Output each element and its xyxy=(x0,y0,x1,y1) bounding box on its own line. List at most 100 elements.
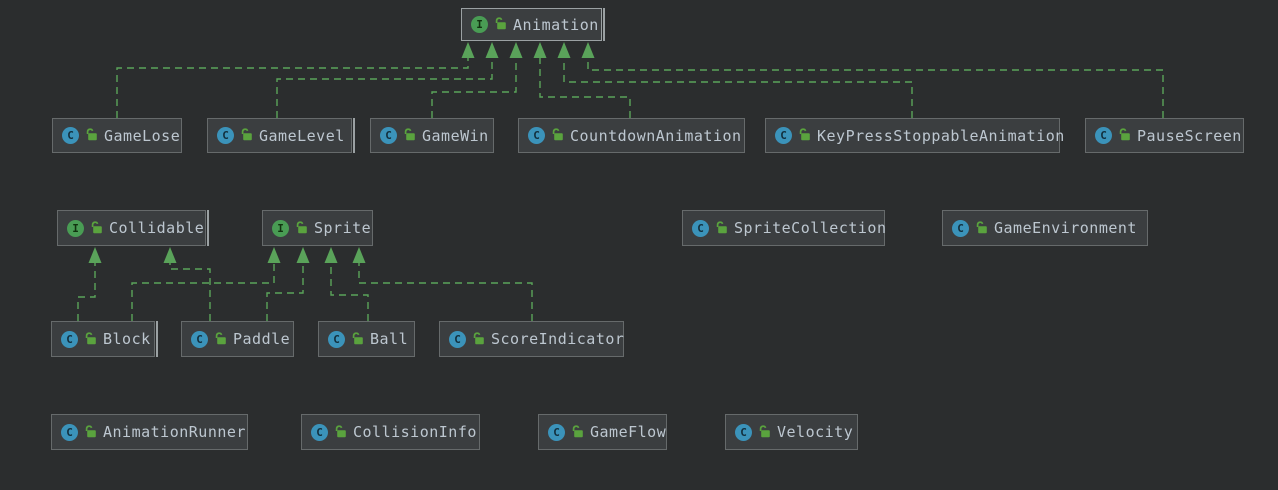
inheritance-edge-paddle-to-sprite xyxy=(266,263,304,321)
unlock-icon xyxy=(551,126,564,145)
class-icon: C xyxy=(1095,127,1112,144)
inheritance-edge-pausescreen-to-animation xyxy=(587,58,1164,118)
unlock-icon xyxy=(494,15,507,34)
unlock-icon xyxy=(571,423,584,442)
node-label: KeyPressStoppableAnimation xyxy=(817,126,1065,145)
class-icon: C xyxy=(191,330,208,348)
node-label: GameLevel xyxy=(259,126,345,145)
interface-node-collidable[interactable]: I Collidable xyxy=(57,210,209,246)
node-label: PauseScreen xyxy=(1137,126,1242,145)
class-node-spritecollection[interactable]: C SpriteCollection xyxy=(682,210,887,246)
class-icon: C xyxy=(61,423,78,441)
class-icon: C xyxy=(775,127,792,144)
inheritance-edge-gamelevel-to-animation xyxy=(276,58,493,118)
class-node-ball[interactable]: C Ball xyxy=(318,321,415,357)
inheritance-arrowhead xyxy=(485,42,499,58)
node-label: Block xyxy=(103,330,151,348)
unlock-icon xyxy=(472,330,485,349)
inheritance-arrowhead xyxy=(557,42,571,58)
class-icon: C xyxy=(528,127,545,144)
class-node-gameflow[interactable]: C GameFlow xyxy=(538,414,667,450)
unlock-icon xyxy=(84,423,97,442)
interface-icon: I xyxy=(471,16,488,33)
inheritance-arrowhead xyxy=(352,247,366,263)
class-node-countdownanimation[interactable]: C CountdownAnimation xyxy=(518,118,745,153)
interface-node-animation[interactable]: I Animation xyxy=(461,8,605,41)
inheritance-edge-block-to-collidable xyxy=(77,263,96,321)
unlock-icon xyxy=(758,423,771,442)
node-label: Ball xyxy=(370,330,409,348)
inheritance-arrowhead xyxy=(533,42,547,58)
inheritance-arrowhead xyxy=(163,247,177,263)
class-node-paddle[interactable]: C Paddle xyxy=(181,321,294,357)
inheritance-edge-countdownanimation-to-animation xyxy=(539,58,631,118)
class-node-gamewin[interactable]: C GameWin xyxy=(370,118,494,153)
node-label: AnimationRunner xyxy=(103,423,246,441)
class-node-animationrunner[interactable]: C AnimationRunner xyxy=(51,414,248,450)
class-node-pausescreen[interactable]: C PauseScreen xyxy=(1085,118,1244,153)
class-icon: C xyxy=(548,423,565,441)
unlock-icon xyxy=(85,126,98,145)
unlock-icon xyxy=(1118,126,1131,145)
node-label: GameWin xyxy=(422,126,489,145)
inheritance-arrowhead xyxy=(509,42,523,58)
inheritance-arrowhead xyxy=(324,247,338,263)
node-label: Animation xyxy=(513,15,599,34)
class-icon: C xyxy=(311,423,328,441)
inheritance-edge-ball-to-sprite xyxy=(330,263,369,321)
inheritance-edge-gamewin-to-animation xyxy=(431,58,517,118)
unlock-icon xyxy=(84,330,97,349)
unlock-icon xyxy=(715,219,728,238)
node-label: GameLose xyxy=(104,126,181,145)
inheritance-arrowhead xyxy=(296,247,310,263)
unlock-icon xyxy=(334,423,347,442)
class-icon: C xyxy=(328,330,345,348)
class-node-keypressstoppableanimation[interactable]: C KeyPressStoppableAnimation xyxy=(765,118,1064,153)
node-label: GameEnvironment xyxy=(994,219,1137,237)
class-icon: C xyxy=(952,219,969,237)
class-icon: C xyxy=(380,127,397,144)
class-icon: C xyxy=(449,330,466,348)
unlock-icon xyxy=(214,330,227,349)
inheritance-arrowhead xyxy=(461,42,475,58)
node-label: SpriteCollection xyxy=(734,219,887,237)
class-node-gameenvironment[interactable]: C GameEnvironment xyxy=(942,210,1148,246)
inheritance-edge-keypressstoppableanimation-to-animation xyxy=(563,58,913,118)
class-node-scoreindicator[interactable]: C ScoreIndicator xyxy=(439,321,624,357)
node-label: ScoreIndicator xyxy=(491,330,625,348)
class-node-velocity[interactable]: C Velocity xyxy=(725,414,858,450)
node-label: Paddle xyxy=(233,330,291,348)
inheritance-arrowhead xyxy=(267,247,281,263)
inheritance-arrowhead xyxy=(581,42,595,58)
unlock-icon xyxy=(403,126,416,145)
unlock-icon xyxy=(295,219,308,238)
inheritance-edge-scoreindicator-to-sprite xyxy=(358,263,533,321)
node-label: Velocity xyxy=(777,423,854,441)
interface-icon: I xyxy=(272,219,289,237)
inheritance-edge-block-to-sprite xyxy=(131,263,275,321)
class-icon: C xyxy=(61,330,78,348)
class-node-block[interactable]: C Block xyxy=(51,321,158,357)
node-label: CountdownAnimation xyxy=(570,126,742,145)
node-label: CollisionInfo xyxy=(353,423,477,441)
unlock-icon xyxy=(798,126,811,145)
unlock-icon xyxy=(351,330,364,349)
node-label: Sprite xyxy=(314,219,372,237)
class-icon: C xyxy=(692,219,709,237)
unlock-icon xyxy=(240,126,253,145)
unlock-icon xyxy=(975,219,988,238)
inheritance-edge-paddle-to-collidable xyxy=(169,263,211,321)
class-node-collisioninfo[interactable]: C CollisionInfo xyxy=(301,414,480,450)
class-icon: C xyxy=(735,423,752,441)
interface-node-sprite[interactable]: I Sprite xyxy=(262,210,373,246)
class-node-gamelose[interactable]: C GameLose xyxy=(52,118,182,153)
node-label: Collidable xyxy=(109,219,205,237)
inheritance-edge-gamelose-to-animation xyxy=(116,58,469,118)
interface-icon: I xyxy=(67,219,84,237)
node-label: GameFlow xyxy=(590,423,667,441)
class-icon: C xyxy=(62,127,79,144)
inheritance-arrowhead xyxy=(88,247,102,263)
